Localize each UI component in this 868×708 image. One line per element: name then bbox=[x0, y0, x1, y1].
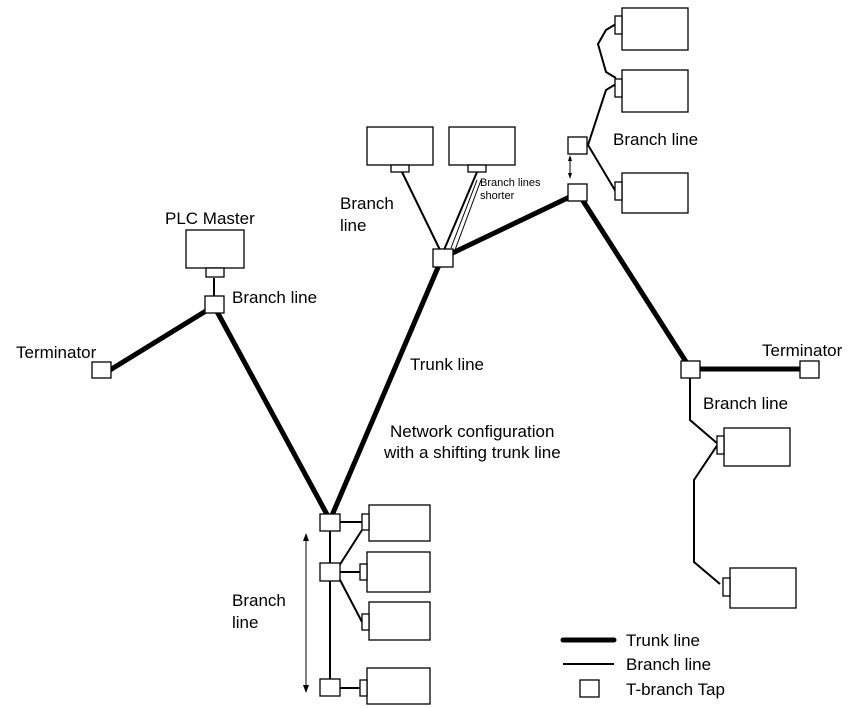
trunk-segment-left-terminator bbox=[107, 303, 217, 373]
device-center-left bbox=[366, 126, 434, 166]
device-bottom-3 bbox=[368, 601, 431, 641]
label-terminator-right: Terminator bbox=[762, 341, 843, 360]
tap-upper-trunk bbox=[567, 183, 588, 202]
device-right-2-connector bbox=[722, 577, 731, 597]
label-branch-line-right: Branch line bbox=[703, 394, 788, 413]
tap-upper-branch bbox=[567, 136, 588, 155]
branch-center-right-device bbox=[443, 171, 478, 251]
device-bottom-1-connector bbox=[361, 513, 370, 531]
tap-bottom-3 bbox=[319, 678, 341, 697]
branch-lines bbox=[213, 23, 721, 689]
arrow-gap-up bbox=[568, 155, 572, 161]
legend-branch-label: Branch line bbox=[626, 655, 711, 674]
device-upper-right-2-connector bbox=[614, 78, 623, 98]
branch-bottom-tap2-fan-down bbox=[338, 577, 363, 623]
dimension-arrows bbox=[303, 155, 572, 693]
terminator-left bbox=[91, 361, 112, 379]
tap-center bbox=[432, 248, 454, 268]
tap-right bbox=[680, 360, 701, 379]
taps bbox=[91, 136, 820, 697]
label-branch-lines-shorter-1: Branch lines bbox=[480, 177, 541, 189]
trunk-segment-plc-to-bottom bbox=[211, 303, 333, 523]
device-upper-right-3 bbox=[621, 172, 689, 214]
label-branch-bottom-2: line bbox=[232, 613, 258, 632]
tap-plc bbox=[204, 295, 225, 314]
trunk-lines bbox=[107, 190, 805, 523]
device-bottom-2-connector bbox=[359, 563, 368, 581]
arrow-gap-down bbox=[568, 173, 572, 179]
device-bottom-3-connector bbox=[361, 613, 370, 631]
labels: PLC Master Branch line Terminator Branch… bbox=[16, 130, 843, 632]
plc-master-device bbox=[185, 229, 245, 269]
device-bottom-1 bbox=[368, 504, 431, 542]
device-bottom-4-connector bbox=[359, 679, 368, 697]
label-trunk-line: Trunk line bbox=[410, 355, 484, 374]
device-center-left-connector bbox=[390, 164, 410, 173]
trunk-segment-upper-to-right bbox=[575, 190, 693, 371]
device-upper-right-2 bbox=[621, 69, 689, 113]
arrow-branch-shorter-2 bbox=[454, 179, 482, 251]
branch-upper-tap-to-bottom-device bbox=[587, 144, 617, 193]
branch-right-chain bbox=[689, 377, 721, 585]
legend-trunk-label: Trunk line bbox=[626, 631, 700, 650]
tap-bottom-1 bbox=[319, 513, 341, 532]
device-right-2 bbox=[729, 567, 797, 609]
label-branch-line-plc: Branch line bbox=[232, 288, 317, 307]
trunk-segment-bottom-to-center bbox=[327, 255, 445, 523]
devices bbox=[185, 7, 797, 705]
branch-bottom-tap2-fan-up bbox=[338, 529, 363, 567]
device-upper-right-1-connector bbox=[614, 15, 623, 35]
label-network-config-1: Network configuration bbox=[390, 422, 554, 441]
label-branch-line-upper-right: Branch line bbox=[613, 130, 698, 149]
label-branch-center-2: line bbox=[340, 216, 366, 235]
device-upper-right-1 bbox=[621, 7, 689, 51]
label-branch-bottom-1: Branch bbox=[232, 591, 286, 610]
legend-tap-label: T-branch Tap bbox=[626, 680, 725, 699]
legend-tap-swatch bbox=[579, 679, 600, 698]
trunk-segment-center-to-upper bbox=[439, 190, 581, 261]
device-bottom-2 bbox=[366, 551, 431, 593]
label-branch-center-1: Branch bbox=[340, 194, 394, 213]
legend: Trunk line Branch line T-branch Tap bbox=[560, 631, 725, 699]
device-upper-right-3-connector bbox=[614, 181, 623, 201]
device-right-1 bbox=[723, 427, 791, 467]
terminator-right bbox=[799, 360, 820, 379]
arrow-branch-shorter bbox=[450, 179, 478, 249]
branch-upper-chain bbox=[596, 23, 617, 79]
device-center-right-connector bbox=[467, 164, 487, 173]
label-plc-master: PLC Master bbox=[165, 209, 255, 228]
arrow-head-up bbox=[303, 533, 309, 541]
label-branch-lines-shorter-2: shorter bbox=[480, 190, 515, 202]
device-center-right bbox=[448, 126, 516, 166]
device-bottom-4 bbox=[366, 667, 431, 705]
label-network-config-2: with a shifting trunk line bbox=[383, 443, 561, 462]
tap-bottom-2 bbox=[319, 562, 341, 582]
branch-center-left-device bbox=[401, 171, 441, 251]
arrow-head-down bbox=[303, 685, 309, 693]
device-right-1-connector bbox=[716, 435, 725, 455]
label-terminator-left: Terminator bbox=[16, 343, 97, 362]
plc-master-connector bbox=[205, 267, 225, 278]
